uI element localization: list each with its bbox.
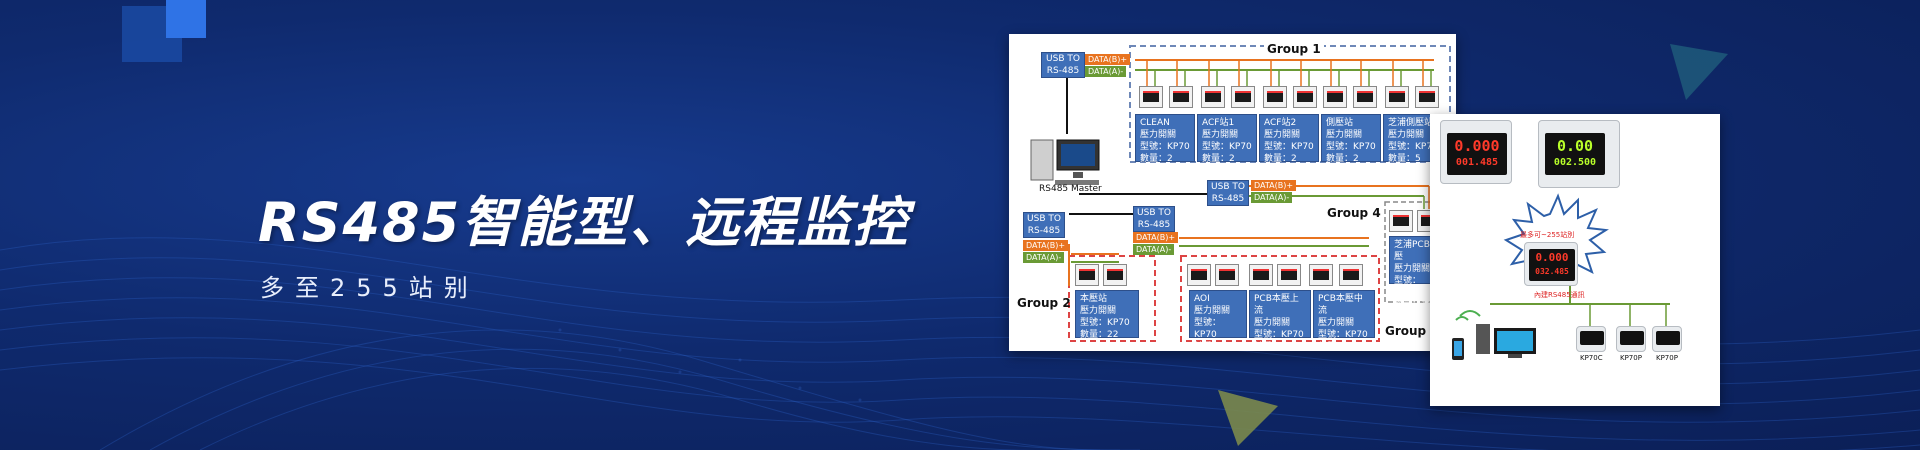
pressure-switch-device xyxy=(1075,264,1099,286)
station-box-pcb-upper: PCB本壓上流 壓力開關 型號：KP70 數量：8 xyxy=(1249,290,1311,352)
kp70c-device xyxy=(1576,326,1606,352)
banner-headline: RS485智能型、远程监控 xyxy=(258,191,910,254)
group-1-label: Group 1 xyxy=(1264,42,1324,56)
station-box-acf1: ACF站1 壓力開關 型號：KP70 數量：2 xyxy=(1197,114,1257,164)
display1-sub-reading: 001.485 xyxy=(1455,157,1499,168)
group-3-label: Group 3 xyxy=(1385,324,1439,338)
usb-rs485-converter-4: USB TO RS-485 xyxy=(1207,180,1249,206)
decor-square-light xyxy=(166,0,206,38)
display1-main-reading: 0.000 xyxy=(1454,137,1500,155)
model-label-kp70c: KP70C xyxy=(1580,354,1603,362)
model-label-kp70p-2: KP70P xyxy=(1656,354,1678,362)
pressure-switch-device xyxy=(1309,264,1333,286)
group-4-label: Group 4 xyxy=(1327,206,1381,220)
pressure-switch-device-large: 0.000 001.485 xyxy=(1440,120,1512,184)
pressure-switch-device xyxy=(1389,210,1413,232)
pressure-switch-device xyxy=(1339,264,1363,286)
station-box-main-press: 本壓站 壓力開關 型號：KP70 數量：22 xyxy=(1075,290,1139,340)
pressure-switch-device-center: 0.000 032.485 xyxy=(1524,242,1578,286)
rs485-master-label: RS485 Master xyxy=(1039,184,1102,194)
data-b-label-4: DATA(B)+ xyxy=(1251,180,1297,191)
product-display-panel: 0.000 001.485 0.00 002.500 最多可~255站別 0.0… xyxy=(1430,114,1720,406)
burst-note: 最多可~255站別 xyxy=(1520,231,1575,239)
data-b-label-1: DATA(B)+ xyxy=(1085,54,1131,65)
data-a-label-3: DATA(A)- xyxy=(1133,244,1175,255)
pressure-switch-device xyxy=(1263,86,1287,108)
network-diagram-panel: USB TO RS-485 DATA(B)+ DATA(A)- Group 1 … xyxy=(1009,34,1456,352)
pressure-switch-device xyxy=(1323,86,1347,108)
pressure-switch-device xyxy=(1277,264,1301,286)
pressure-switch-device xyxy=(1353,86,1377,108)
station-box-clean: CLEAN 壓力開關 型號：KP70 數量：2 xyxy=(1135,114,1195,164)
pressure-switch-device-large: 0.00 002.500 xyxy=(1538,120,1620,188)
data-a-label-4: DATA(A)- xyxy=(1251,192,1293,203)
center-sub-reading: 032.485 xyxy=(1535,267,1569,276)
usb-rs485-converter-1: USB TO RS-485 xyxy=(1041,52,1085,78)
data-a-label-1: DATA(A)- xyxy=(1085,66,1127,77)
usb-rs485-converter-2: USB TO RS-485 xyxy=(1023,212,1065,238)
model-label-kp70p-1: KP70P xyxy=(1620,354,1642,362)
pressure-switch-device xyxy=(1293,86,1317,108)
kp70p-device-1 xyxy=(1616,326,1646,352)
decor-triangle-olive xyxy=(1218,390,1278,446)
kp70p-device-2 xyxy=(1652,326,1682,352)
banner-subline: 多至255站别 xyxy=(260,274,479,302)
center-main-reading: 0.000 xyxy=(1535,251,1569,264)
pressure-switch-device xyxy=(1201,86,1225,108)
station-box-side-press: 側壓站 壓力開關 型號：KP70 數量：2 xyxy=(1321,114,1381,164)
pressure-switch-device xyxy=(1139,86,1163,108)
pressure-switch-device xyxy=(1385,86,1409,108)
station-box-acf2: ACF站2 壓力開關 型號：KP70 數量：2 xyxy=(1259,114,1319,164)
pressure-switch-device xyxy=(1415,86,1439,108)
decor-triangle-teal xyxy=(1670,44,1728,100)
display2-main-reading: 0.00 xyxy=(1556,137,1594,155)
pressure-switch-device xyxy=(1215,264,1239,286)
station-box-aoi: AOI 壓力開關 型號：KP70 數量：5 xyxy=(1189,290,1247,352)
station-box-pcb-middle: PCB本壓中流 壓力開關 型號：KP70 數量：8 xyxy=(1313,290,1375,352)
group-2-label: Group 2 xyxy=(1017,296,1071,310)
data-b-label-3: DATA(B)+ xyxy=(1133,232,1179,243)
pressure-switch-device xyxy=(1187,264,1211,286)
data-b-label-2: DATA(B)+ xyxy=(1023,240,1069,251)
pressure-switch-device xyxy=(1249,264,1273,286)
pressure-switch-device xyxy=(1169,86,1193,108)
data-a-label-2: DATA(A)- xyxy=(1023,252,1065,263)
pressure-switch-device xyxy=(1103,264,1127,286)
rs485-builtin-note: 內建RS485通訊 xyxy=(1534,291,1585,299)
display2-sub-reading: 002.500 xyxy=(1553,157,1597,168)
usb-rs485-converter-3: USB TO RS-485 xyxy=(1133,206,1175,232)
pressure-switch-device xyxy=(1231,86,1255,108)
